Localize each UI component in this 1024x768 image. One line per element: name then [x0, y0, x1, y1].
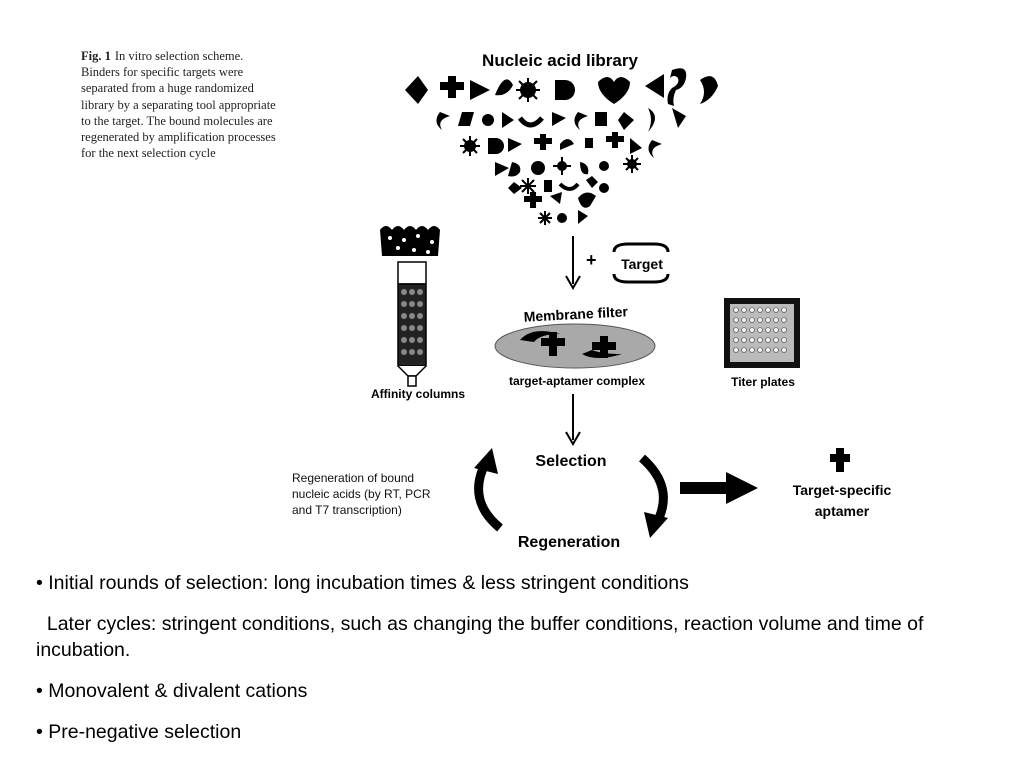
regeneration-label: Regeneration: [518, 534, 620, 551]
blob-shape-icon: [700, 76, 718, 104]
hook-shape-icon: [667, 68, 687, 106]
triangle-shape-icon: [470, 80, 490, 100]
membrane-filter-disc: [494, 323, 656, 369]
titer-plates-label: Titer plates: [731, 375, 795, 389]
bullet-item: • Initial rounds of selection: long incu…: [36, 572, 689, 594]
selection-scheme-diagram: Nucleic acid library: [292, 51, 892, 551]
titer-plate-icon: [724, 298, 800, 368]
figure-label: Fig. 1: [81, 49, 111, 63]
crescent-shape-icon: [436, 112, 450, 130]
aptamer-icon: [830, 448, 850, 472]
regeneration-note: Regeneration of bound nucleic acids (by …: [292, 471, 431, 517]
arrow-down-icon: [565, 236, 581, 290]
bullet-item: • Monovalent & divalent cations: [36, 680, 308, 702]
diamond-shape-icon: [586, 176, 598, 188]
d-shape-icon: [488, 138, 504, 154]
cross-shape-icon: [534, 134, 552, 150]
arrow-right-icon: [680, 472, 758, 504]
circle-shape-icon: [531, 161, 545, 175]
library-title: Nucleic acid library: [482, 51, 638, 70]
arrow-down-icon: [565, 394, 581, 446]
cross-shape-icon: [440, 76, 464, 98]
library-shapes: [405, 68, 718, 225]
kite-shape-icon: [508, 182, 522, 194]
cross-shape-icon: [606, 132, 624, 148]
cross-shape-icon: [524, 192, 542, 208]
result-label-line: aptamer: [815, 503, 870, 519]
blob-shape-icon: [495, 79, 513, 96]
bullet-list: • Initial rounds of selection: long incu…: [36, 570, 996, 760]
triangle-shape-icon: [578, 210, 588, 224]
affinity-column-icon: [380, 226, 440, 387]
heart-shape-icon: [598, 77, 630, 104]
figure-caption-text: In vitro selection scheme. Binders for s…: [81, 49, 276, 161]
regen-note-line: nucleic acids (by RT, PCR: [292, 487, 431, 501]
crescent-shape-icon: [648, 108, 655, 132]
cycle-arrows-icon: [474, 448, 668, 538]
crescent-shape-icon: [648, 140, 662, 158]
target-label-box: Target: [612, 242, 670, 284]
circle-shape-icon: [599, 161, 609, 171]
hook-shape-icon: [508, 162, 521, 177]
circle-shape-icon: [599, 183, 609, 193]
smile-shape-icon: [517, 116, 544, 128]
para-shape-icon: [458, 112, 474, 126]
blob-shape-icon: [560, 139, 574, 150]
square-shape-icon: [544, 180, 552, 192]
triangle-shape-icon: [645, 74, 664, 98]
plus-sign: +: [586, 250, 597, 270]
bound-complex-icon: [520, 331, 622, 358]
d-shape-icon: [555, 80, 575, 100]
regen-note-line: Regeneration of bound: [292, 471, 414, 485]
complex-label: target-aptamer complex: [509, 374, 645, 388]
selection-label: Selection: [535, 453, 606, 470]
result-label-line: Target-specific: [793, 482, 892, 498]
diamond-shape-icon: [405, 76, 428, 104]
bullet-item: Later cycles: stringent conditions, such…: [36, 613, 929, 661]
circle-shape-icon: [557, 213, 567, 223]
crescent-shape-icon: [574, 112, 588, 130]
triangle-shape-icon: [495, 162, 509, 176]
blob-shape-icon: [580, 162, 589, 175]
bullet-item: • Pre-negative selection: [36, 721, 242, 743]
triangle-shape-icon: [502, 112, 514, 128]
wedge-shape-icon: [672, 108, 686, 128]
kite-shape-icon: [618, 112, 634, 130]
target-label: Target: [621, 256, 663, 272]
triangle-shape-icon: [552, 112, 566, 126]
wedge-shape-icon: [550, 192, 562, 204]
membrane-filter-label: Membrane filter: [523, 303, 628, 324]
affinity-columns-label: Affinity columns: [371, 387, 465, 401]
circle-shape-icon: [482, 114, 494, 126]
square-shape-icon: [595, 112, 607, 126]
regen-note-line: and T7 transcription): [292, 503, 402, 517]
triangle-shape-icon: [630, 138, 642, 154]
blob-shape-icon: [578, 192, 596, 208]
triangle-shape-icon: [508, 138, 522, 152]
square-shape-icon: [585, 138, 593, 148]
smile-shape-icon: [558, 182, 580, 191]
